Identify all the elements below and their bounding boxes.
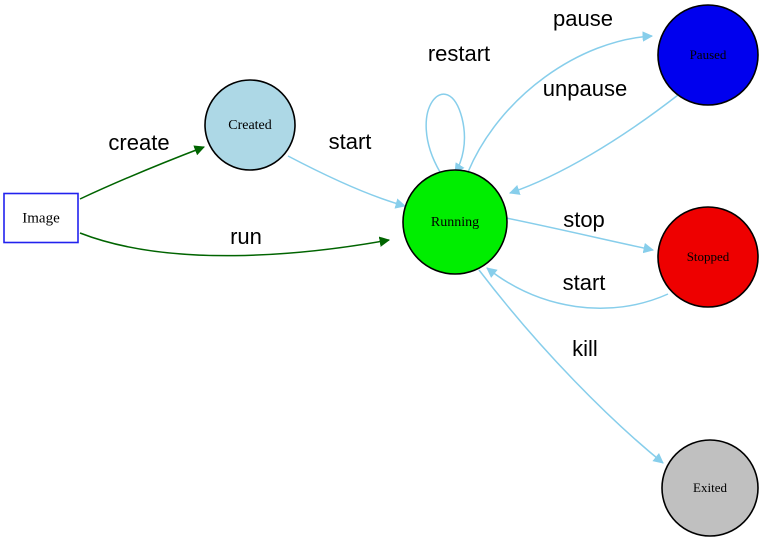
edge-label-start-stopped: start [563,270,606,295]
edge-label-start-created: start [329,129,372,154]
node-paused[interactable]: Paused [657,4,759,106]
node-shape-stopped [657,206,759,308]
edge-run [79,232,391,257]
edge-label-stop: stop [563,207,605,232]
edge-start-stopped [486,267,669,309]
edge-label-kill: kill [572,336,598,361]
node-running[interactable]: Running [402,169,508,275]
edge-label-restart: restart [428,41,490,66]
edge-labels-layer: create run start pause unpause restart stop sta… [108,6,627,361]
edge-start-created [287,155,407,209]
node-shape-paused [657,4,759,106]
node-exited[interactable]: Exited [661,439,759,537]
node-stopped[interactable]: Stopped [657,206,759,308]
node-shape-running [402,169,508,275]
edge-label-unpause: unpause [543,76,627,101]
edge-label-pause: pause [553,6,613,31]
edge-stop [505,217,655,254]
edge-pause [467,31,654,173]
node-shape-exited [661,439,759,537]
node-image[interactable]: Image [3,192,79,244]
node-shape-created [204,79,296,171]
edge-create [79,145,205,200]
edge-restart [425,93,466,174]
edge-label-create: create [108,130,169,155]
edge-unpause [509,94,679,195]
edges-layer [79,31,679,464]
node-shape-image [3,192,79,244]
edge-kill [478,269,664,464]
edge-label-run: run [230,224,262,249]
node-created[interactable]: Created [204,79,296,171]
